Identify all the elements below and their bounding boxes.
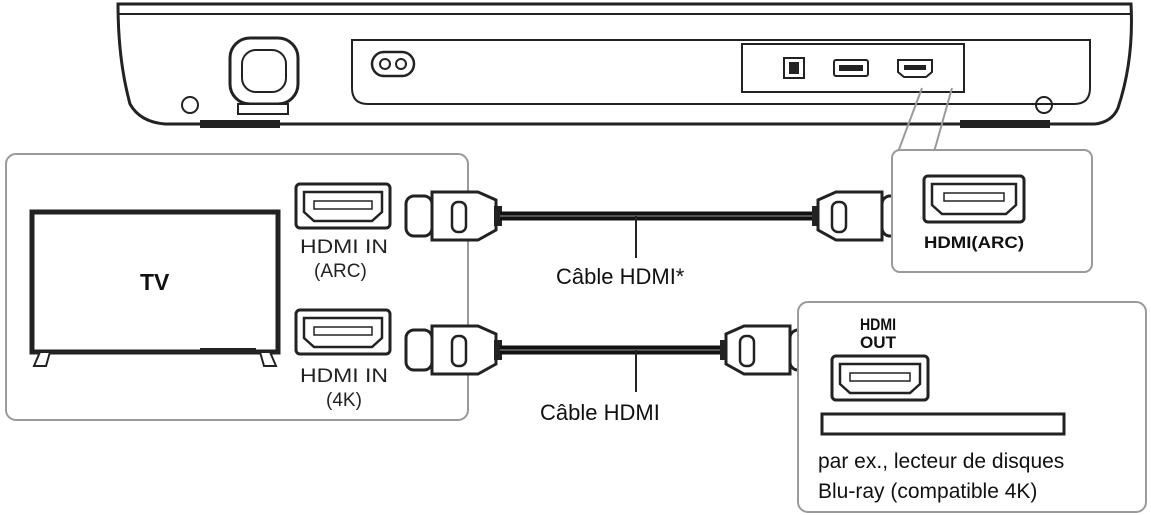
tv-hdmi-arc-port-icon bbox=[294, 182, 392, 230]
tv-panel: TV HDMI IN (ARC) HDMI IN (4K) bbox=[5, 153, 469, 421]
screw-hole-left bbox=[181, 96, 199, 114]
power-inlet-icon bbox=[370, 50, 416, 78]
soundbar-rear bbox=[116, 2, 1133, 153]
soundbar-hdmi-arc-port-icon bbox=[922, 174, 1026, 224]
cable-bottom-label: Câble HDMI bbox=[540, 400, 660, 425]
cable-top-label: Câble HDMI* bbox=[556, 264, 685, 289]
hdmi-cable-4k bbox=[404, 324, 816, 392]
player-note-line2: Blu-ray (compatible 4K) bbox=[818, 480, 1037, 503]
blu-ray-player-icon bbox=[820, 412, 1066, 436]
tv-hdmi-4k-port-icon bbox=[294, 308, 392, 356]
tv-hdmi-4k-label-line1: HDMI IN bbox=[300, 366, 388, 387]
tv-label: TV bbox=[140, 269, 170, 295]
usb-port-icon bbox=[833, 59, 869, 77]
soundbar-hdmi-arc-callout: HDMI(ARC) bbox=[891, 149, 1093, 273]
player-hdmi-out-port-icon bbox=[830, 354, 930, 402]
player-panel: HDMI OUT par ex., lecteur de disques Blu… bbox=[797, 301, 1147, 513]
tv-hdmi-arc-label-line1: HDMI IN bbox=[300, 237, 388, 258]
tv-hdmi-4k-label-line2: (4K) bbox=[326, 390, 362, 411]
player-note-line1: par ex., lecteur de disques bbox=[818, 450, 1064, 473]
optical-port-icon bbox=[783, 57, 805, 79]
player-hdmi-out-label-line1: HDMI bbox=[860, 315, 896, 334]
hdmi-cable-arc bbox=[404, 190, 910, 258]
hdmi-arc-port-small-icon bbox=[897, 59, 933, 78]
soundbar-hdmi-arc-label: HDMI(ARC) bbox=[924, 233, 1024, 252]
player-hdmi-out-label-line2: OUT bbox=[860, 333, 897, 352]
tv-hdmi-arc-label-line2: (ARC) bbox=[314, 261, 367, 282]
tv-icon bbox=[29, 209, 281, 367]
mount-knob bbox=[228, 36, 300, 115]
